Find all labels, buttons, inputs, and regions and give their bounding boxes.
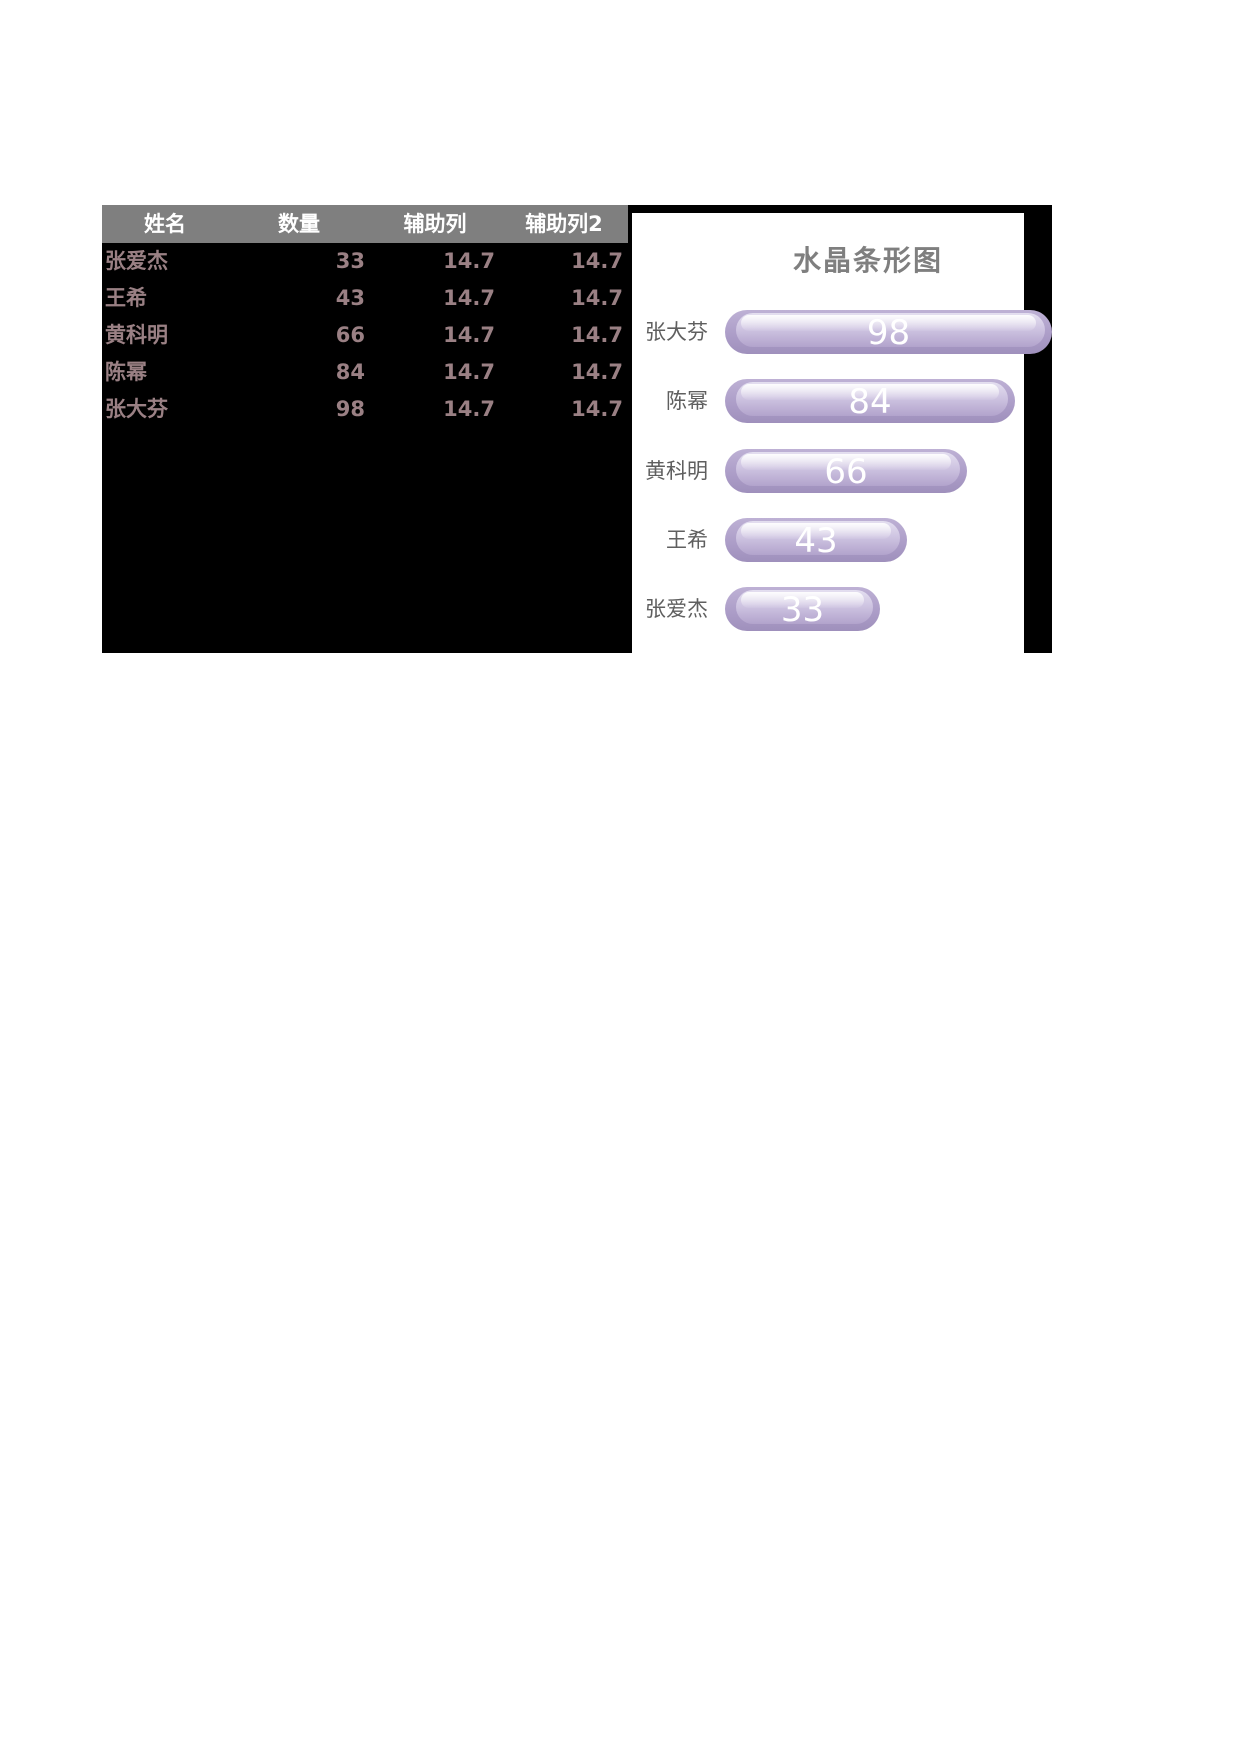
crystal-bar-chart[interactable]: 水晶条形图 张大芬 98 陈幂 84 黄科明 66 王希 43 张爱杰 33 bbox=[632, 213, 1052, 653]
bar-value-label: 98 bbox=[866, 313, 911, 353]
category-label: 王希 bbox=[666, 528, 708, 552]
category-label: 黄科明 bbox=[645, 459, 708, 483]
cell-value[interactable]: 14.7 bbox=[443, 360, 495, 384]
table-row: 张爱杰 33 14.7 14.7 bbox=[102, 243, 628, 280]
cell-value[interactable]: 14.7 bbox=[443, 397, 495, 421]
table-row: 王希 43 14.7 14.7 bbox=[102, 280, 628, 317]
cell-value[interactable]: 14.7 bbox=[571, 323, 623, 347]
table-row: 张大芬 98 14.7 14.7 bbox=[102, 391, 628, 428]
cell-value[interactable]: 43 bbox=[335, 286, 365, 310]
chart-bar-row: 张爱杰 33 bbox=[632, 587, 1024, 631]
table-header-row: 姓名 数量 辅助列 辅助列2 bbox=[102, 205, 628, 243]
header-cell-name[interactable]: 姓名 bbox=[144, 212, 186, 236]
cell-value[interactable]: 14.7 bbox=[571, 249, 623, 273]
chart-bar-row: 黄科明 66 bbox=[632, 449, 1024, 493]
cell-value[interactable]: 14.7 bbox=[571, 397, 623, 421]
crystal-bar: 66 bbox=[725, 449, 967, 493]
crystal-bar: 98 bbox=[725, 310, 1052, 354]
data-table: 姓名 数量 辅助列 辅助列2 张爱杰 33 14.7 14.7 王希 43 14.7 14.7… bbox=[102, 205, 628, 428]
chart-title: 水晶条形图 bbox=[792, 244, 943, 277]
crystal-bar: 43 bbox=[725, 518, 907, 562]
crystal-bar: 84 bbox=[725, 379, 1015, 423]
table-row: 陈幂 84 14.7 14.7 bbox=[102, 354, 628, 391]
crystal-bar: 33 bbox=[725, 587, 880, 631]
cell-value[interactable]: 14.7 bbox=[571, 286, 623, 310]
cell-value[interactable]: 98 bbox=[335, 397, 365, 421]
cell-name[interactable]: 王希 bbox=[105, 286, 147, 310]
chart-bar-row: 陈幂 84 bbox=[632, 379, 1024, 423]
bar-gloss-highlight bbox=[741, 315, 1036, 331]
bar-gloss-highlight bbox=[741, 384, 999, 400]
cell-value[interactable]: 84 bbox=[335, 360, 365, 384]
cell-value[interactable]: 14.7 bbox=[571, 360, 623, 384]
cell-value[interactable]: 14.7 bbox=[443, 286, 495, 310]
cell-value[interactable]: 14.7 bbox=[443, 323, 495, 347]
cell-value[interactable]: 33 bbox=[335, 249, 365, 273]
bar-value-label: 33 bbox=[780, 590, 825, 630]
header-cell-aux2[interactable]: 辅助列2 bbox=[525, 212, 603, 236]
cell-name[interactable]: 张爱杰 bbox=[105, 249, 168, 273]
header-cell-aux1[interactable]: 辅助列 bbox=[403, 212, 467, 236]
bar-value-label: 43 bbox=[794, 521, 838, 561]
category-label: 张大芬 bbox=[645, 320, 708, 344]
bar-gloss-highlight bbox=[741, 454, 951, 470]
category-label: 张爱杰 bbox=[645, 597, 708, 621]
bar-value-label: 66 bbox=[824, 452, 868, 492]
cell-name[interactable]: 黄科明 bbox=[105, 323, 168, 347]
bar-value-label: 84 bbox=[848, 382, 892, 422]
bar-gloss-highlight bbox=[741, 523, 891, 539]
table-row: 黄科明 66 14.7 14.7 bbox=[102, 317, 628, 354]
cell-value[interactable]: 14.7 bbox=[443, 249, 495, 273]
cell-name[interactable]: 张大芬 bbox=[105, 397, 168, 421]
chart-bar-row: 张大芬 98 bbox=[632, 310, 1052, 354]
cell-value[interactable]: 66 bbox=[335, 323, 365, 347]
cell-name[interactable]: 陈幂 bbox=[105, 360, 147, 384]
header-cell-qty[interactable]: 数量 bbox=[278, 212, 320, 236]
chart-bar-row: 王希 43 bbox=[632, 518, 1024, 562]
bar-gloss-highlight bbox=[741, 592, 864, 608]
category-label: 陈幂 bbox=[666, 389, 708, 413]
